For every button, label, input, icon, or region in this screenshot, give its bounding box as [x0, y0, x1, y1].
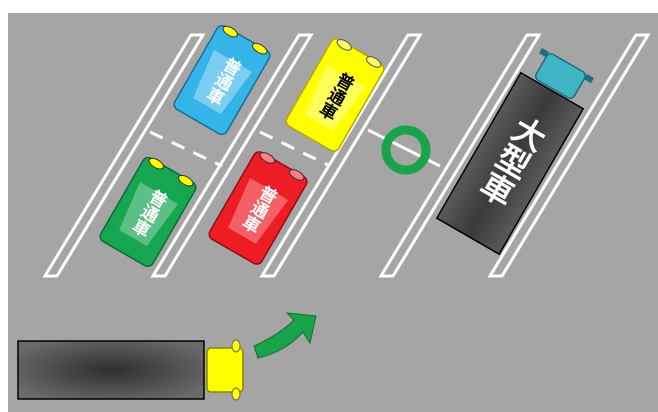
curved-arrow-icon	[253, 312, 317, 359]
parking-line-1	[42, 33, 206, 278]
parking-line-3	[259, 33, 423, 278]
big-truck-trailer	[435, 71, 585, 256]
parking-line-5	[487, 33, 651, 278]
parking-lines	[42, 33, 651, 278]
circle-ok-icon	[381, 125, 431, 175]
parking-line-2	[150, 33, 314, 278]
car-red: 普通車	[208, 151, 308, 265]
dashed-divider-mid	[259, 130, 331, 168]
car-yellow: 普通車	[285, 38, 385, 152]
entering-truck-trailer	[17, 340, 205, 400]
entering-truck	[17, 339, 244, 401]
dashed-divider-left	[149, 130, 223, 168]
big-truck-cab	[535, 53, 586, 99]
entering-truck-cab	[206, 347, 244, 393]
parking-line-4	[378, 33, 542, 278]
car-green: 普通車	[99, 156, 197, 268]
car-blue: 普通車	[173, 24, 271, 136]
